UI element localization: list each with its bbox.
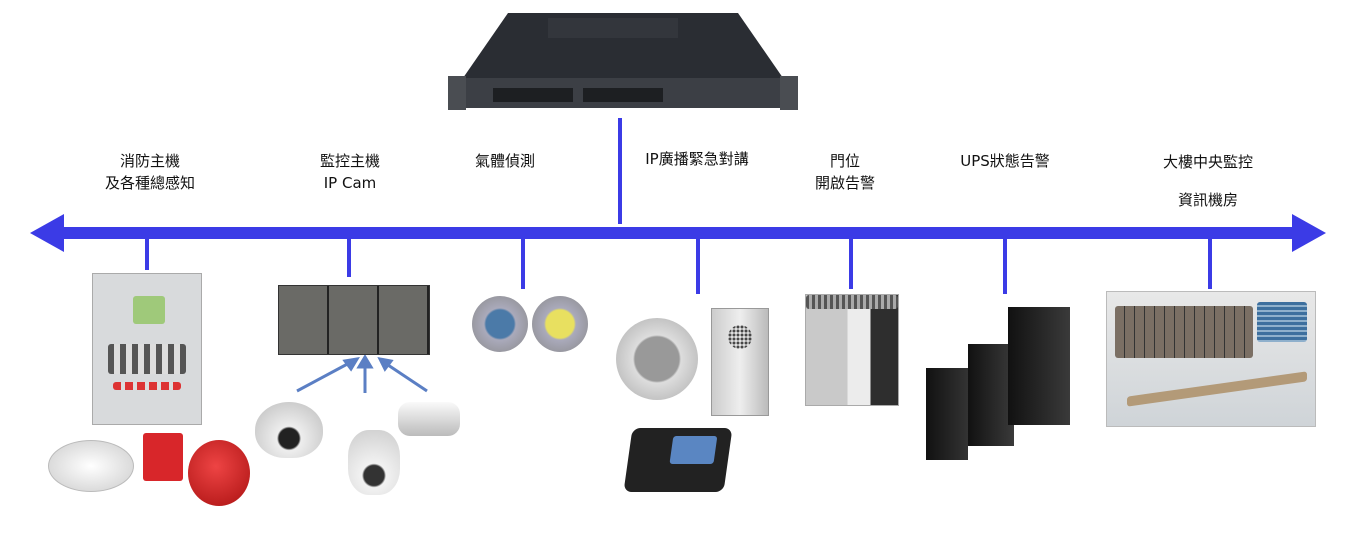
connector-broadcast	[696, 239, 700, 294]
connector-ups	[1003, 239, 1007, 294]
ups-large-image	[1008, 307, 1070, 425]
left-arrowhead-icon	[30, 214, 64, 252]
gas-detector-yellow-image	[532, 296, 588, 352]
control-room-image	[1106, 291, 1316, 427]
connector-gas	[521, 239, 525, 289]
camera-arrows	[296, 355, 428, 393]
connector-cctv	[347, 239, 351, 277]
label-ups: UPS狀態告警	[960, 150, 1050, 172]
ups-small-image	[926, 368, 968, 460]
manual-call-point-image	[143, 433, 183, 481]
fire-bell-image	[188, 440, 250, 506]
label-line: 門位	[829, 152, 861, 170]
label-line: 開啟告警	[814, 174, 876, 192]
ptz-camera-image	[348, 430, 400, 495]
label-door: 門位 開啟告警	[815, 150, 875, 194]
hub-connector-line	[618, 118, 622, 224]
nvr-monitor-image	[278, 285, 430, 355]
label-line: 氣體偵測	[474, 152, 536, 170]
door-corridor-image	[805, 294, 899, 406]
fire-panel-image	[92, 273, 202, 425]
label-line: IP廣播緊急對講	[645, 150, 749, 168]
smoke-detector-image	[48, 440, 134, 492]
label-fire: 消防主機 及各種總感知	[105, 150, 195, 194]
right-arrowhead-icon	[1292, 214, 1326, 252]
intercom-panel-image	[711, 308, 769, 416]
ip-phone-image	[623, 428, 733, 492]
bus-line	[60, 227, 1296, 239]
gas-detector-blue-image	[472, 296, 528, 352]
label-broadcast: IP廣播緊急對講	[645, 148, 748, 170]
label-line: 監控主機	[319, 152, 381, 170]
label-control: 大樓中央監控 資訊機房	[1163, 143, 1253, 219]
ceiling-speaker-image	[616, 318, 698, 400]
label-gas: 氣體偵測	[475, 150, 535, 172]
connector-door	[849, 239, 853, 289]
connector-control	[1208, 239, 1212, 289]
ups-medium-image	[968, 344, 1014, 446]
bullet-camera-image	[398, 402, 460, 436]
label-line: UPS狀態告警	[960, 152, 1050, 170]
label-line: 消防主機	[119, 152, 181, 170]
label-line: IP Cam	[323, 174, 377, 192]
label-cctv: 監控主機 IP Cam	[320, 150, 380, 194]
rack-server-image	[448, 13, 798, 110]
label-line: 及各種總感知	[104, 174, 196, 192]
dome-camera-image	[255, 402, 323, 458]
connector-fire	[145, 239, 149, 270]
label-line: 大樓中央監控	[1162, 153, 1254, 171]
label-line: 資訊機房	[1177, 191, 1239, 209]
